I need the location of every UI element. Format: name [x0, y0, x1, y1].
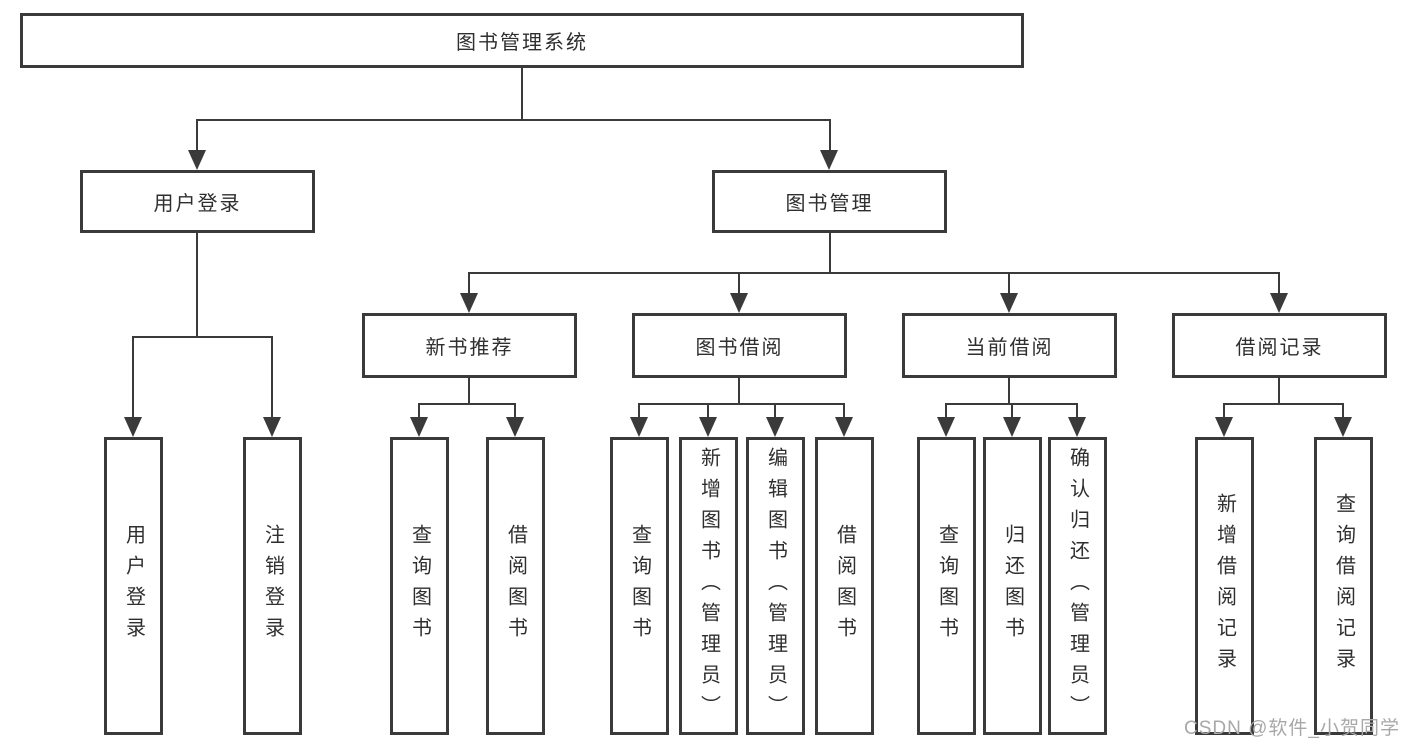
leaf-label: 注销登录 [261, 524, 284, 648]
connector-line [271, 336, 273, 420]
leaf-label: 归还图书 [1001, 524, 1024, 648]
leaf-current-confirm-return-admin: 确认归还（管理员） [1048, 437, 1107, 735]
connector-line [1223, 403, 1225, 419]
connector-line [945, 403, 947, 419]
arrowhead-icon [630, 417, 648, 437]
leaf-label: 查询图书 [935, 524, 958, 648]
node-borrowing-records: 借阅记录 [1172, 313, 1387, 378]
connector-line [1223, 403, 1344, 405]
connector-line [1076, 403, 1078, 419]
arrowhead-icon [835, 417, 853, 437]
connector-line [1278, 378, 1280, 405]
node-label: 图书管理 [785, 193, 874, 215]
arrowhead-icon [1003, 417, 1021, 437]
arrowhead-icon [410, 417, 428, 437]
leaf-current-query-book: 查询图书 [917, 437, 976, 735]
arrowhead-icon [1215, 417, 1233, 437]
node-label: 当前借阅 [965, 337, 1054, 359]
node-label: 图书管理系统 [456, 32, 588, 54]
connector-line [468, 272, 470, 296]
leaf-label: 查询图书 [628, 524, 651, 648]
node-new-book-recommend: 新书推荐 [362, 313, 577, 378]
connector-line [418, 403, 516, 405]
connector-line [638, 403, 640, 419]
leaf-current-return-book: 归还图书 [983, 437, 1042, 735]
leaf-label: 借阅图书 [504, 524, 527, 648]
connector-line [132, 336, 134, 420]
connector-line [738, 272, 740, 296]
arrowhead-icon [506, 417, 524, 437]
connector-line [1342, 403, 1344, 419]
node-user-login: 用户登录 [80, 170, 315, 233]
node-label: 借阅记录 [1235, 337, 1324, 359]
connector-line [196, 119, 198, 153]
connector-line [196, 233, 198, 338]
connector-line [514, 403, 516, 419]
connector-line [196, 119, 831, 121]
connector-line [1278, 272, 1280, 296]
leaf-records-add-record: 新增借阅记录 [1195, 437, 1254, 735]
arrowhead-icon [820, 150, 838, 170]
leaf-recommend-query-book: 查询图书 [390, 437, 449, 735]
connector-line [1008, 378, 1010, 405]
leaf-label: 查询借阅记录 [1332, 493, 1355, 679]
node-current-borrowing: 当前借阅 [902, 313, 1117, 378]
node-label: 新书推荐 [425, 337, 514, 359]
arrowhead-icon [766, 417, 784, 437]
connector-line [829, 119, 831, 153]
leaf-user-login: 用户登录 [104, 437, 163, 735]
arrowhead-icon [730, 293, 748, 313]
arrowhead-icon [188, 150, 206, 170]
connector-line [707, 403, 709, 419]
connector-line [521, 68, 523, 121]
connector-line [829, 233, 831, 274]
connector-line [1008, 272, 1010, 296]
connector-line [738, 378, 740, 405]
node-label: 图书借阅 [695, 337, 784, 359]
arrowhead-icon [1000, 293, 1018, 313]
arrowhead-icon [1334, 417, 1352, 437]
leaf-label: 确认归还（管理员） [1066, 446, 1089, 726]
arrowhead-icon [460, 293, 478, 313]
connector-line [843, 403, 845, 419]
leaf-borrow-query-book: 查询图书 [610, 437, 669, 735]
leaf-label: 查询图书 [408, 524, 431, 648]
arrowhead-icon [699, 417, 717, 437]
csdn-watermark: CSDN @软件_小贺同学 [1184, 718, 1400, 739]
leaf-label: 用户登录 [122, 524, 145, 648]
leaf-borrow-borrow-book: 借阅图书 [815, 437, 874, 735]
connector-line [638, 403, 845, 405]
leaf-borrow-add-book-admin: 新增图书（管理员） [679, 437, 738, 735]
leaf-recommend-borrow-book: 借阅图书 [486, 437, 545, 735]
leaf-logout: 注销登录 [243, 437, 302, 735]
arrowhead-icon [1068, 417, 1086, 437]
connector-line [468, 272, 1280, 274]
connector-line [132, 336, 273, 338]
arrowhead-icon [263, 417, 281, 437]
leaf-label: 编辑图书（管理员） [764, 446, 787, 726]
node-book-management: 图书管理 [712, 170, 947, 233]
connector-line [468, 378, 470, 405]
leaf-label: 新增图书（管理员） [697, 446, 720, 726]
connector-line [774, 403, 776, 419]
connector-line [418, 403, 420, 419]
arrowhead-icon [124, 417, 142, 437]
node-book-borrowing: 图书借阅 [632, 313, 847, 378]
arrowhead-icon [937, 417, 955, 437]
leaf-label: 借阅图书 [833, 524, 856, 648]
leaf-borrow-edit-book-admin: 编辑图书（管理员） [746, 437, 805, 735]
arrowhead-icon [1270, 293, 1288, 313]
node-label: 用户登录 [153, 193, 242, 215]
leaf-label: 新增借阅记录 [1213, 493, 1236, 679]
node-library-management-system: 图书管理系统 [20, 13, 1024, 68]
leaf-records-query-record: 查询借阅记录 [1314, 437, 1373, 735]
connector-line [1011, 403, 1013, 419]
